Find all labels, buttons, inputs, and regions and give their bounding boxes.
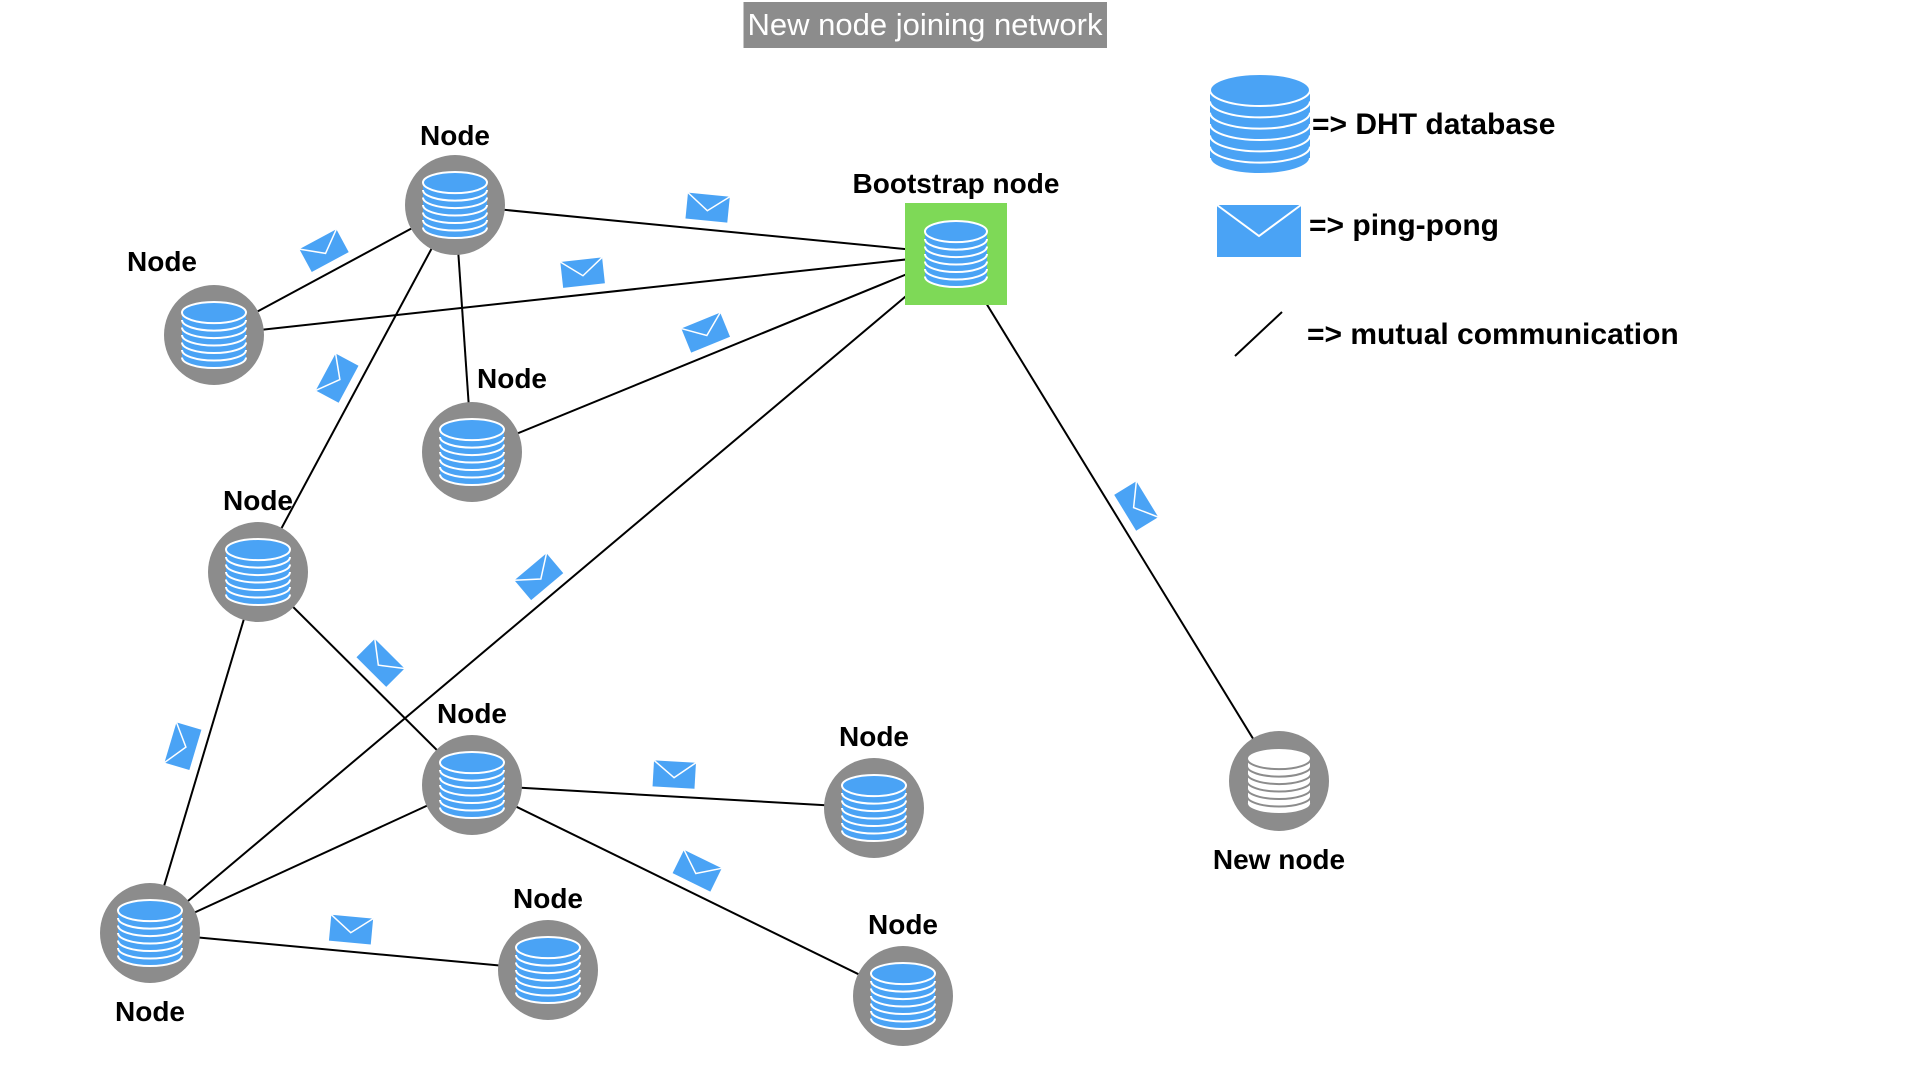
node-label: Node — [513, 883, 583, 914]
edge-n1-bootstrap — [454, 204, 957, 255]
edge-n7-bootstrap — [149, 253, 957, 934]
ping-pong-envelope-icon — [356, 638, 405, 687]
database-icon — [422, 171, 488, 239]
edge-bootstrap-new — [955, 253, 1280, 782]
legend: => DHT database => ping-pong => mutual c… — [1209, 73, 1679, 357]
database-icon — [439, 418, 505, 486]
edge-n4-n5 — [257, 571, 473, 786]
bootstrap-node: Bootstrap node — [853, 168, 1060, 305]
title-box: New node joining network — [743, 2, 1107, 48]
edge-n5-n9 — [471, 784, 904, 997]
ping-pong-envelope-icon — [1114, 481, 1159, 531]
network-node: Node — [127, 246, 264, 385]
database-icon — [924, 220, 988, 288]
database-icon — [1246, 747, 1312, 815]
database-icon — [870, 962, 936, 1030]
network-node: Node — [824, 721, 924, 858]
network-node: Node — [498, 883, 598, 1020]
ping-pong-envelope-icon — [315, 353, 359, 403]
legend-database-icon — [1209, 73, 1311, 175]
edges-layer — [149, 204, 1280, 997]
ping-pong-envelope-icon — [685, 192, 731, 223]
database-icon — [515, 936, 581, 1004]
edge-n5-n7 — [149, 784, 473, 934]
node-label: Node — [477, 363, 547, 394]
network-node: Node — [853, 909, 953, 1046]
database-icon — [841, 774, 907, 842]
ping-pong-envelope-icon — [328, 914, 374, 945]
node-label: Node — [839, 721, 909, 752]
database-icon — [225, 538, 291, 606]
network-node: Node — [100, 883, 200, 1027]
ping-pong-envelope-icon — [672, 849, 722, 892]
legend-communication-label: => mutual communication — [1307, 318, 1679, 351]
edge-n2-bootstrap — [213, 253, 957, 336]
ping-pong-envelope-icon — [164, 722, 202, 771]
network-node: Node — [405, 120, 505, 255]
node-label: Node — [127, 246, 197, 277]
network-node: Node — [422, 363, 547, 502]
nodes-layer: NodeNodeNodeNodeNodeNodeNodeNodeNodeBoot… — [100, 120, 1345, 1046]
database-icon — [117, 899, 183, 967]
ping-pong-envelope-icon — [299, 228, 349, 273]
new-node: New node — [1213, 731, 1345, 875]
legend-database-label: => DHT database — [1312, 108, 1555, 141]
legend-line-icon — [1234, 311, 1283, 357]
network-node: Node — [422, 698, 522, 835]
edge-n3-bootstrap — [471, 253, 957, 453]
legend-pingpong-label: => ping-pong — [1309, 209, 1499, 242]
envelopes-layer — [164, 192, 1159, 945]
database-icon — [1209, 73, 1311, 175]
ping-pong-envelope-icon — [514, 553, 564, 601]
ping-pong-envelope-icon — [559, 256, 605, 288]
edge-n5-n6 — [471, 784, 875, 809]
node-label: Node — [420, 120, 490, 151]
edge-n4-n7 — [149, 571, 259, 934]
network-node: Node — [208, 485, 308, 622]
database-icon — [181, 301, 247, 369]
node-label: Node — [115, 996, 185, 1027]
node-label: Node — [868, 909, 938, 940]
node-label: Node — [437, 698, 507, 729]
node-label: New node — [1213, 844, 1345, 875]
edge-n1-n4 — [257, 204, 456, 573]
diagram-title: New node joining network — [748, 7, 1103, 42]
node-label: Node — [223, 485, 293, 516]
node-label: Bootstrap node — [853, 168, 1060, 199]
edge-n7-n8 — [149, 932, 549, 971]
ping-pong-envelope-icon — [652, 759, 697, 789]
database-icon — [439, 751, 505, 819]
legend-envelope-icon — [1216, 204, 1302, 257]
ping-pong-envelope-icon — [681, 312, 731, 353]
